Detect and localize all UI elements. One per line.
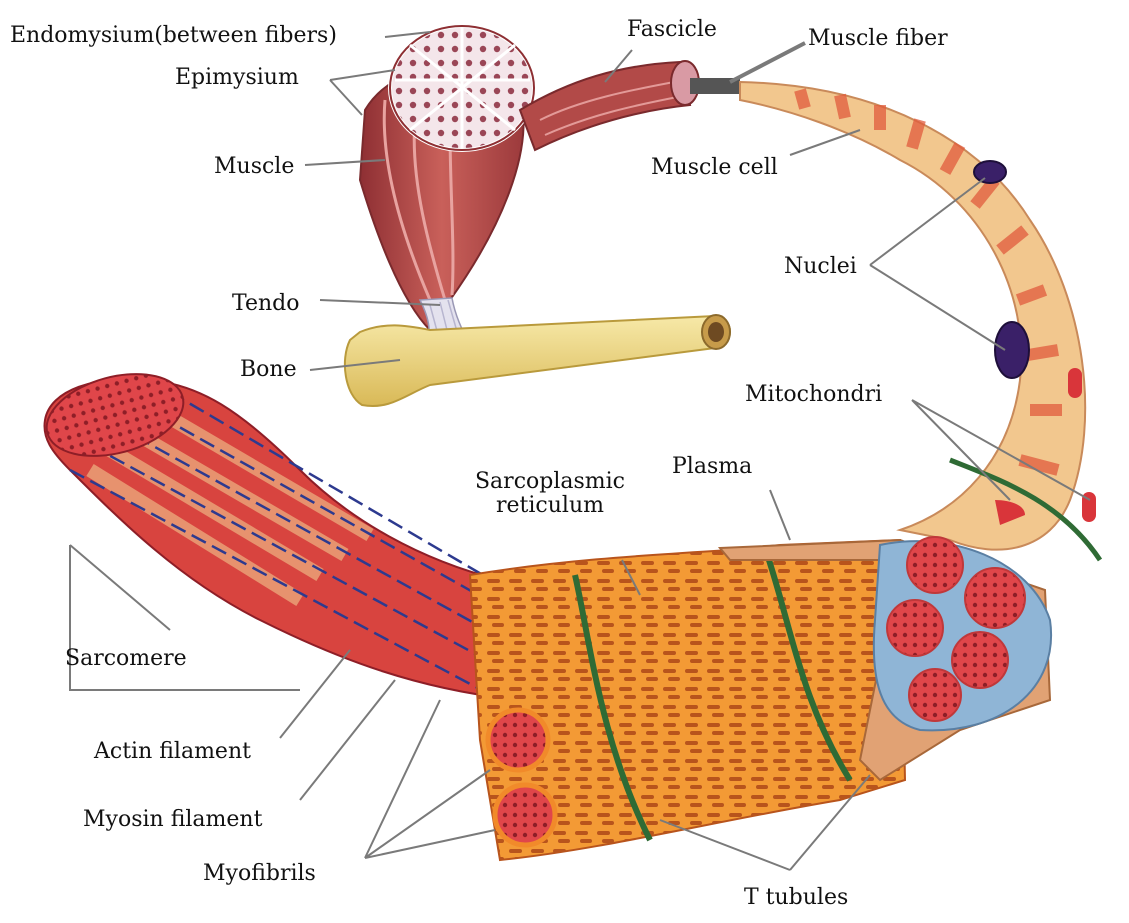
leader-actin xyxy=(280,650,350,738)
label-muscle-cell: Muscle cell xyxy=(651,156,778,180)
fascicle-bundle xyxy=(520,61,740,150)
label-sarcoplasmic-reticulum: Sarcoplasmic reticulum xyxy=(460,470,640,518)
label-nuclei: Nuclei xyxy=(784,255,857,279)
label-endomysium: Endomysium(between fibers) xyxy=(10,24,337,48)
label-t-tubules: T tubules xyxy=(744,886,848,910)
label-mitochondri: Mitochondri xyxy=(745,383,882,407)
label-sarcoplasmic-line2: reticulum xyxy=(460,494,640,518)
label-sarcomere: Sarcomere xyxy=(65,647,187,671)
label-muscle-fiber: Muscle fiber xyxy=(808,27,948,51)
leader-myofibrils xyxy=(365,700,495,858)
label-plasma: Plasma xyxy=(672,455,752,479)
label-fascicle: Fascicle xyxy=(627,18,717,42)
leader-myosin xyxy=(300,680,395,800)
label-myofibrils: Myofibrils xyxy=(203,862,316,886)
label-bone: Bone xyxy=(240,358,297,382)
label-actin-filament: Actin filament xyxy=(94,740,251,764)
leader-muscle-fiber xyxy=(730,43,805,82)
label-myosin-filament: Myosin filament xyxy=(83,808,262,832)
label-tendo: Tendo xyxy=(232,292,299,316)
muscle-cross-section xyxy=(390,26,534,150)
bone xyxy=(345,315,730,406)
label-epimysium: Epimysium xyxy=(175,66,299,90)
label-sarcoplasmic-line1: Sarcoplasmic xyxy=(460,470,640,494)
leader-plasma xyxy=(770,490,790,540)
label-muscle: Muscle xyxy=(214,155,294,179)
leader-muscle-cell xyxy=(790,130,860,155)
